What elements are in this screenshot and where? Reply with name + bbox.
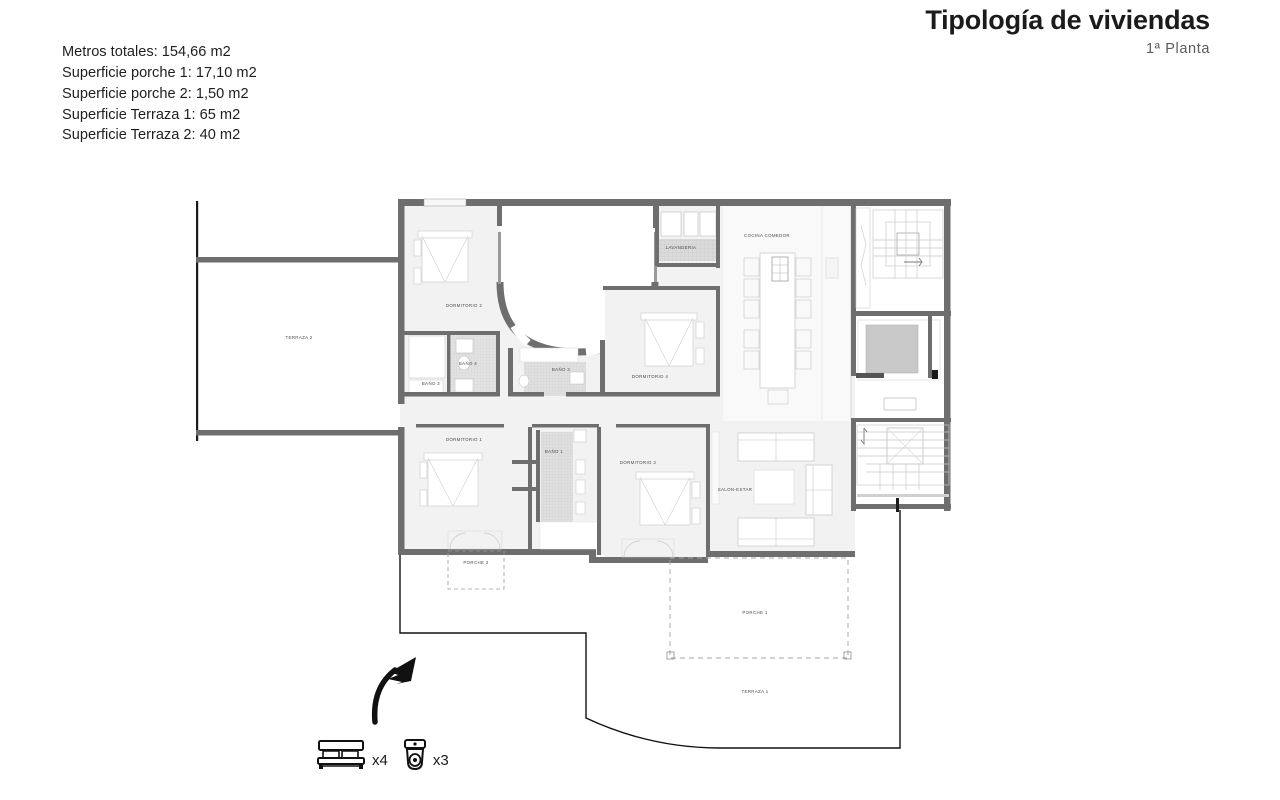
label-dormitorio-4: DORMITORIO 4	[632, 374, 669, 379]
porche-2-outline	[447, 550, 505, 590]
bed-icon	[317, 740, 365, 769]
label-bano-4: BAÑO 4	[459, 361, 477, 366]
spec-terraza-1: Superficie Terraza 1: 65 m2	[62, 106, 241, 123]
page-title: Tipología de viviendas	[925, 5, 1210, 35]
label-salon-estar: SALON-ESTAR	[718, 487, 753, 492]
label-dormitorio-2: DORMITORIO 2	[446, 303, 483, 308]
label-dormitorio-1: DORMITORIO 1	[446, 437, 483, 442]
room-salon-estar	[711, 427, 851, 551]
room-bano-1	[512, 424, 601, 555]
spec-total-meters: Metros totales: 154,66 m2	[62, 44, 231, 60]
icon-legend: x4 x3	[315, 738, 449, 772]
bathroom-count: x3	[432, 752, 449, 769]
label-bano-2: BAÑO 2	[422, 381, 440, 386]
exterior-walls	[398, 199, 951, 563]
room-labels: TERRAZA 2 DORMITORIO 2 BAÑO 4 BAÑO 2 BAÑ…	[285, 233, 789, 694]
spec-porche-1: Superficie porche 1: 17,10 m2	[62, 64, 257, 81]
title-block: Tipología de viviendas 1ª Planta	[925, 5, 1210, 57]
label-bano-1: BAÑO 1	[545, 449, 563, 454]
label-porche-1: PORCHE 1	[742, 610, 767, 615]
room-dormitorio-2	[405, 198, 500, 328]
room-dormitorio-1	[405, 424, 532, 550]
terraza-2-walls	[196, 201, 401, 441]
north-arrow-icon	[371, 657, 416, 725]
bedroom-count: x4	[372, 752, 388, 769]
terraza-1-outline	[399, 508, 901, 749]
room-dormitorio-3	[605, 424, 710, 558]
label-dormitorio-3: DORMITORIO 3	[620, 460, 657, 465]
porche-1-outline	[666, 557, 852, 660]
page-subtitle: 1ª Planta	[1146, 40, 1210, 57]
legend-bathrooms: x3	[402, 738, 449, 772]
label-lavanderia: LAVANDERIA	[666, 245, 697, 250]
label-porche-2: PORCHE 2	[463, 560, 488, 565]
room-bano-4	[404, 331, 500, 397]
legend-bedrooms: x4	[315, 738, 388, 772]
label-bano-3: BAÑO 3	[552, 367, 570, 372]
room-dormitorio-4	[603, 286, 720, 397]
spec-terraza-2: Superficie Terraza 2: 40 m2	[62, 127, 241, 144]
label-terraza-2: TERRAZA 2	[285, 335, 312, 340]
label-cocina-comedor: COCINA COMEDOR	[744, 233, 790, 238]
area-specs-list: Metros totales: 154,66 m2 Superficie por…	[62, 42, 257, 146]
spec-porche-2: Superficie porche 2: 1,50 m2	[62, 85, 249, 102]
room-lavanderia	[655, 206, 720, 268]
room-bano-3	[508, 347, 605, 397]
stair-shaft-zone	[851, 206, 951, 512]
label-terraza-1: TERRAZA 1	[741, 689, 768, 694]
toilet-icon	[403, 739, 426, 771]
